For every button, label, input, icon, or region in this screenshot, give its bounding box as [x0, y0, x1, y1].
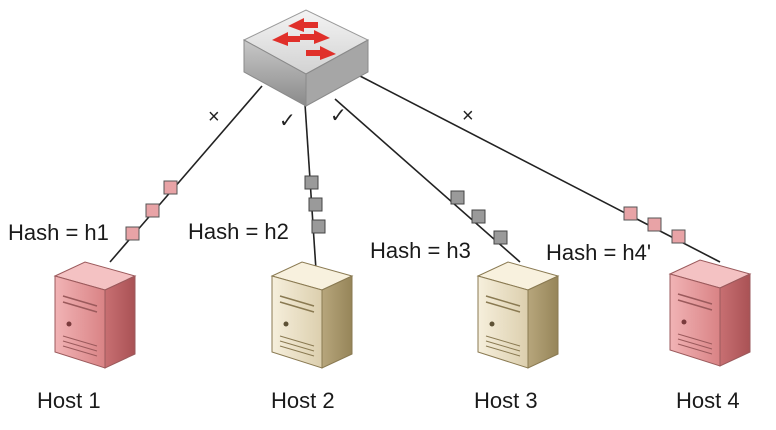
server-icon-host4 [668, 259, 752, 367]
packets-host1 [125, 180, 178, 241]
allowed-mark-host2: ✓ [279, 110, 296, 132]
hash-label-host4: Hash = h4' [546, 240, 652, 265]
packet [450, 190, 465, 205]
network-switch-icon [242, 9, 370, 107]
server-icon-host2 [270, 261, 354, 369]
switch-arrows [272, 18, 336, 60]
packet [493, 230, 508, 245]
packet [623, 206, 638, 221]
host-label-4: Host 4 [676, 388, 740, 413]
host-label-1: Host 1 [37, 388, 101, 413]
blocked-mark-host4: × [462, 105, 474, 127]
packets-host4 [623, 206, 686, 244]
packet [308, 197, 323, 212]
packet [471, 209, 486, 224]
packets-host3 [450, 190, 508, 245]
packets-host2 [304, 175, 326, 234]
hash-label-host1: Hash = h1 [8, 220, 109, 245]
link-line-host3 [334, 98, 521, 263]
packet [671, 229, 686, 244]
hash-label-host2: Hash = h2 [188, 219, 289, 244]
server-icon-host3 [476, 261, 560, 369]
hash-label-host3: Hash = h3 [370, 238, 471, 263]
packet [304, 175, 319, 190]
packet [145, 203, 160, 218]
packet [311, 219, 326, 234]
server-icon-host1 [53, 261, 137, 369]
packet [163, 180, 178, 195]
host-label-3: Host 3 [474, 388, 538, 413]
allowed-mark-host3: ✓ [330, 105, 347, 127]
packet [647, 217, 662, 232]
host-label-2: Host 2 [271, 388, 335, 413]
blocked-mark-host1: × [208, 106, 220, 128]
packet [125, 226, 140, 241]
